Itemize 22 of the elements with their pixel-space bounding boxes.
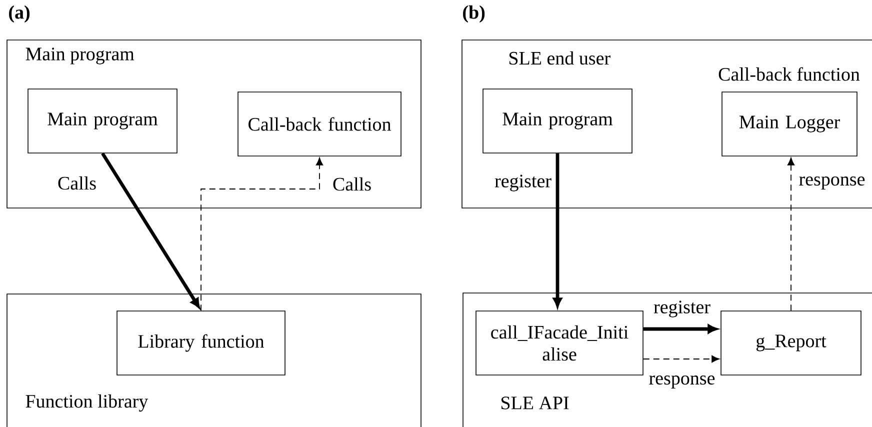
edge-label: register (652, 300, 712, 318)
edge-label: response (648, 374, 716, 390)
arrow (553, 153, 562, 308)
process-box: call_IFacade_Initi alise (476, 310, 644, 376)
process-box: Main program (482, 88, 632, 154)
process-box: Call-back function Main Logger (718, 67, 860, 156)
node-label: Call-back function (718, 67, 860, 81)
arrow (787, 158, 795, 312)
edge-label: response (798, 176, 866, 190)
process-box: g_Report (720, 310, 862, 376)
arrow (101, 152, 200, 308)
process-box: Main program (28, 88, 178, 154)
panel-label: (a) (9, 5, 30, 23)
process-box: Library function (116, 310, 286, 376)
arrow (643, 324, 718, 334)
panel-label: (b) (463, 5, 485, 23)
edge-label: register (494, 174, 552, 192)
arrow (642, 355, 720, 363)
arrow (200, 158, 324, 312)
edge-label: Calls (56, 175, 98, 191)
edge-label: Calls (331, 176, 373, 192)
process-box: Call-back function (238, 92, 402, 156)
